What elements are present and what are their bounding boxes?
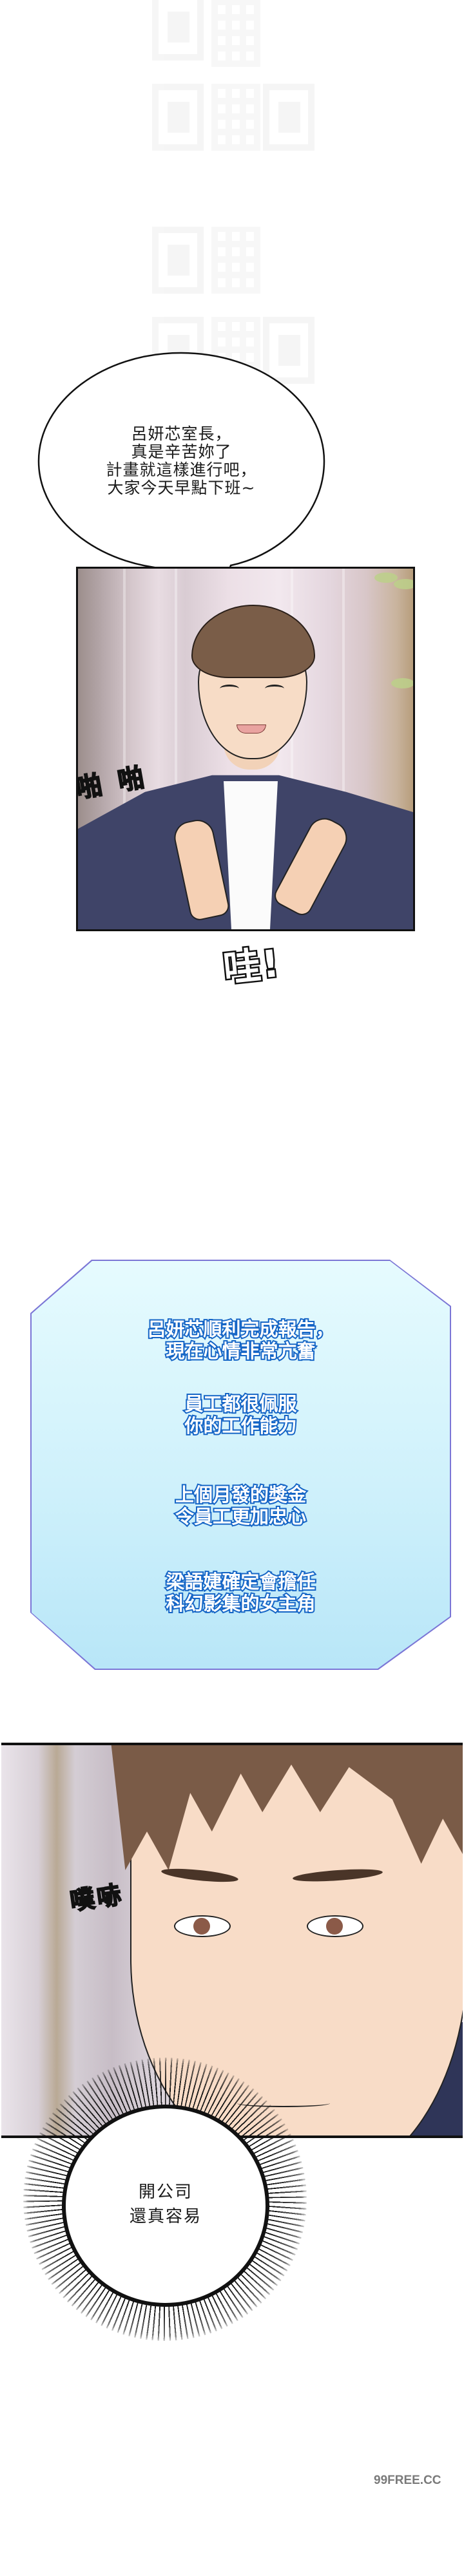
narration-block: 員工都很佩服 你的工作能力 <box>183 1392 298 1438</box>
narration-block: 上個月發的獎金 令員工更加忠心 <box>174 1482 307 1529</box>
background-stripe <box>342 569 345 929</box>
smirk-mouth <box>237 2099 330 2107</box>
smiling-mouth <box>237 724 266 734</box>
thought-bubble-text: 開公司 還真容易 <box>129 2183 202 2226</box>
character-hair <box>191 605 315 678</box>
qr-watermark <box>152 0 314 62</box>
closed-eye <box>220 685 239 693</box>
background-stripe <box>291 569 293 929</box>
thought-bubble <box>66 2108 266 2303</box>
background-stripe <box>123 569 126 929</box>
speech-bubble-text: 呂妍芯室長， 真是辛苦妳了 計畫就這樣進行吧， 大家今天早點下班~ <box>106 424 257 497</box>
eye <box>174 1915 231 1937</box>
narration-block: 梁語婕確定會擔任 科幻影集的女主角 <box>164 1569 316 1616</box>
comic-panel-clapping: 啪 啪 <box>76 567 415 931</box>
leaf-decoration <box>394 579 413 589</box>
site-watermark: 99FREE.CC <box>374 2474 441 2487</box>
sfx-wow: 哇! <box>220 940 284 992</box>
background-stripe <box>175 569 177 929</box>
eye <box>307 1915 363 1937</box>
sfx-chuckle: 噗哧 <box>68 1879 126 1916</box>
leaf-decoration <box>391 678 413 688</box>
white-shirt <box>224 781 278 929</box>
leaf-decoration <box>374 573 398 583</box>
closed-eye <box>265 685 284 693</box>
qr-watermark <box>152 227 314 298</box>
narration-box <box>32 1261 450 1669</box>
narration-block: 呂妍芯順利完成報告， 現在心情非常亢奮 <box>146 1317 335 1363</box>
comic-panel-closeup <box>1 1743 463 2138</box>
qr-watermark <box>152 84 314 155</box>
